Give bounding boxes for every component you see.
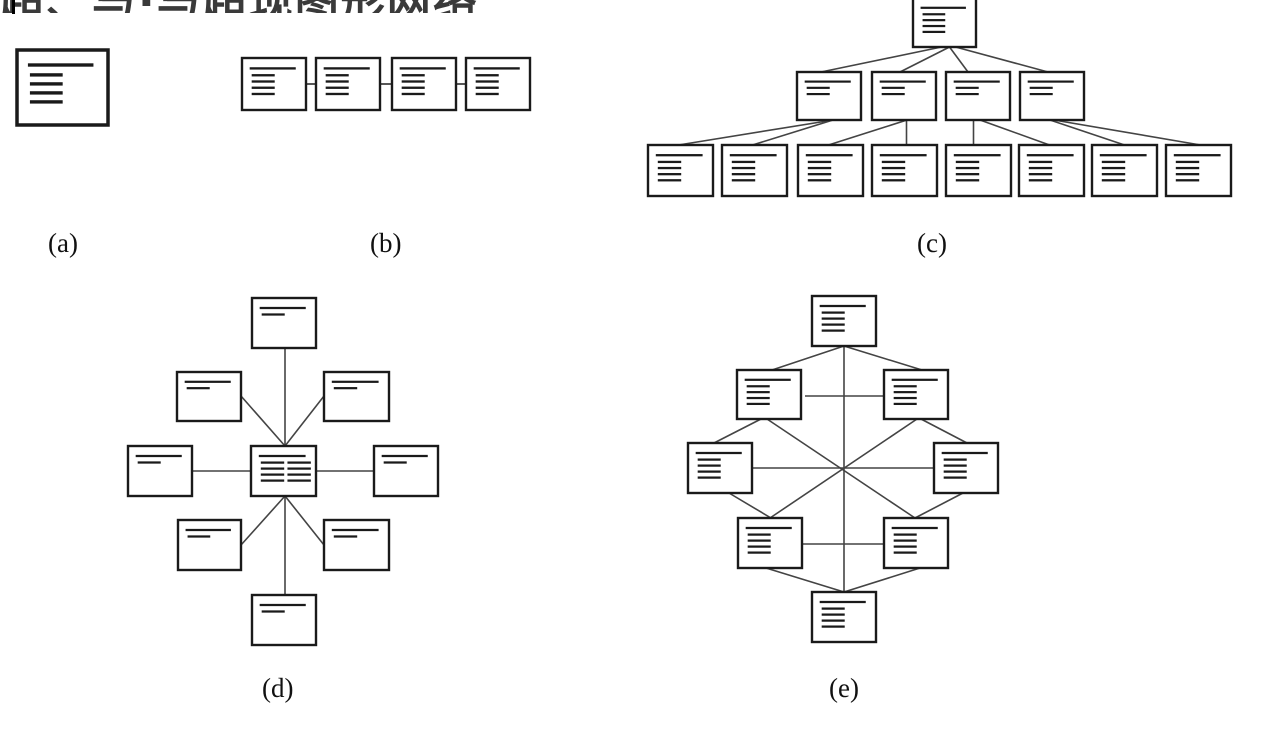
star-node-icon: [322, 518, 391, 572]
network-node-icon: [686, 441, 754, 495]
network-link: [920, 418, 968, 444]
figure-label-a: (a): [48, 228, 78, 258]
links-layer: [192, 46, 1201, 595]
network-node-icon: [932, 441, 1000, 495]
network-node-icon: [882, 368, 950, 421]
star-node-icon: [176, 518, 243, 572]
star-node-icon: [250, 593, 318, 647]
figure-label-d: (d): [262, 673, 294, 703]
hierarchy-link: [820, 46, 942, 73]
linear-node-icon: [314, 56, 382, 112]
hierarchy-level3-icon: [944, 143, 1013, 198]
network-link: [713, 418, 762, 444]
network-link: [914, 492, 964, 519]
network-link: [728, 492, 772, 519]
network-node-icon: [882, 516, 950, 570]
figure-label-e: (e): [829, 673, 859, 703]
hierarchy-link: [828, 119, 908, 146]
figure-label-c: (c): [917, 228, 947, 258]
star-link: [284, 495, 325, 546]
hierarchy-level2-icon: [944, 70, 1012, 122]
hierarchy-link: [955, 46, 1049, 73]
network-node-icon: [810, 294, 878, 348]
hierarchy-level3-icon: [1164, 143, 1233, 198]
network-node-icon: [736, 516, 804, 570]
hierarchy-level3-icon: [720, 143, 789, 198]
star-node-icon: [322, 370, 391, 423]
hierarchy-link: [979, 119, 1050, 146]
hierarchy-link: [1053, 119, 1201, 146]
figure-label-b: (b): [370, 228, 402, 258]
star-link: [284, 395, 325, 447]
hierarchy-link: [948, 46, 969, 73]
hierarchy-level2-icon: [870, 70, 938, 122]
hierarchy-level3-icon: [1017, 143, 1086, 198]
hierarchy-link: [752, 119, 834, 146]
star-node-icon: [126, 444, 194, 498]
linear-node-icon: [240, 56, 308, 112]
hierarchy-level3-icon: [646, 143, 715, 198]
hierarchy-level3-icon: [1090, 143, 1159, 198]
hierarchy-level2-icon: [795, 70, 863, 122]
hierarchy-level3-icon: [870, 143, 939, 198]
linear-node-icon: [464, 56, 532, 112]
hierarchy-link: [1049, 119, 1125, 146]
star-link: [240, 395, 286, 447]
text-cursor: [12, 0, 15, 14]
star-link: [240, 495, 286, 546]
network-node-icon: [735, 368, 803, 421]
network-link: [843, 567, 921, 593]
linear-node-icon: [390, 56, 458, 112]
star-hub-icon: [249, 444, 318, 498]
network-link: [843, 345, 923, 371]
network-link: [765, 567, 845, 593]
star-node-icon: [250, 296, 318, 350]
star-node-icon: [372, 444, 440, 498]
single-document-icon: [15, 48, 110, 127]
heading-text: 超、与·与超现图形网络: [0, 0, 700, 13]
hierarchy-level2-icon: [1018, 70, 1086, 122]
network-node-icon: [810, 590, 878, 644]
hierarchy-level3-icon: [796, 143, 865, 198]
hierarchy-link: [899, 46, 950, 73]
star-node-icon: [175, 370, 243, 423]
clipped-heading: 超、与·与超现图形网络: [0, 0, 700, 13]
hierarchy-root-icon: [911, 0, 978, 49]
nodes-layer: [15, 0, 1233, 647]
hierarchy-link: [678, 119, 834, 146]
network-link: [771, 345, 845, 371]
